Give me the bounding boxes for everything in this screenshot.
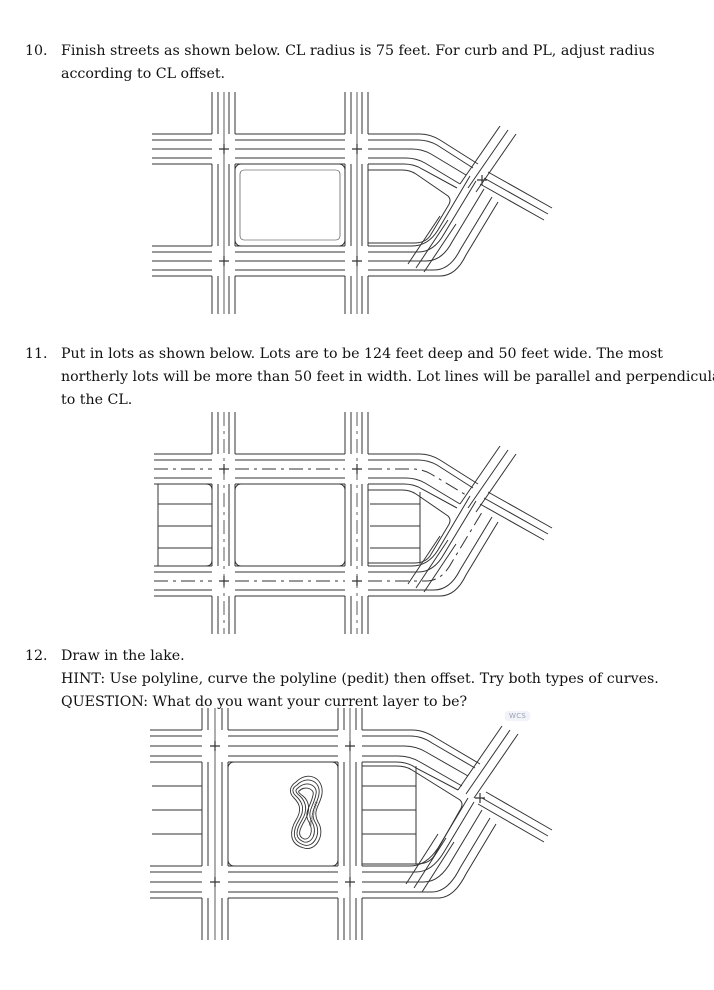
cl-crosses bbox=[219, 464, 362, 586]
step-12: 12. Draw in the lake. HINT: Use polyline… bbox=[25, 645, 695, 714]
lake-label: EMERSON LAKE bbox=[308, 801, 318, 826]
street-diagonal bbox=[405, 725, 553, 893]
lake-figure: EMERSON LAKE bbox=[140, 706, 560, 942]
step-line: Put in lots as shown below. Lots are to … bbox=[61, 346, 664, 362]
street-south bbox=[154, 495, 499, 597]
step-number: 11. bbox=[25, 346, 48, 362]
street-east bbox=[344, 92, 369, 314]
street-east bbox=[344, 412, 369, 634]
step-line: QUESTION: What do you want your current … bbox=[61, 694, 468, 710]
step-number: 12. bbox=[25, 648, 48, 664]
street-east bbox=[337, 708, 363, 940]
step-line: northerly lots will be more than 50 feet… bbox=[61, 369, 714, 385]
street-west bbox=[211, 412, 236, 634]
step-text: Finish streets as shown below. CL radius… bbox=[61, 40, 695, 86]
street-west bbox=[211, 92, 236, 314]
street-diagonal bbox=[407, 445, 553, 593]
cl-crosses bbox=[219, 144, 487, 266]
lots-west bbox=[152, 785, 202, 835]
lots-figure bbox=[140, 408, 560, 638]
streets-figure bbox=[140, 88, 560, 318]
step-text: Draw in the lake. HINT: Use polyline, cu… bbox=[61, 645, 695, 714]
lots-east bbox=[362, 766, 417, 864]
step-line: according to CL offset. bbox=[61, 66, 226, 82]
step-text: Put in lots as shown below. Lots are to … bbox=[61, 343, 714, 412]
lots-east bbox=[370, 492, 421, 564]
step-11: 11. Put in lots as shown below. Lots are… bbox=[25, 343, 714, 412]
step-line: to the CL. bbox=[61, 392, 133, 408]
street-north bbox=[154, 453, 479, 509]
step-number: 10. bbox=[25, 43, 48, 59]
street-north bbox=[152, 133, 479, 189]
street-diagonal bbox=[407, 125, 553, 273]
step-line: Finish streets as shown below. CL radius… bbox=[61, 43, 655, 59]
cl-crosses bbox=[210, 741, 485, 887]
step-line: Draw in the lake. bbox=[61, 648, 185, 664]
street-south bbox=[152, 175, 499, 277]
step-line: HINT: Use polyline, curve the polyline (… bbox=[61, 671, 659, 687]
lots-west bbox=[157, 483, 213, 567]
viewcube-wcs-badge[interactable]: WCS bbox=[505, 711, 531, 721]
lake: EMERSON LAKE bbox=[289, 775, 323, 849]
step-10: 10. Finish streets as shown below. CL ra… bbox=[25, 40, 695, 86]
